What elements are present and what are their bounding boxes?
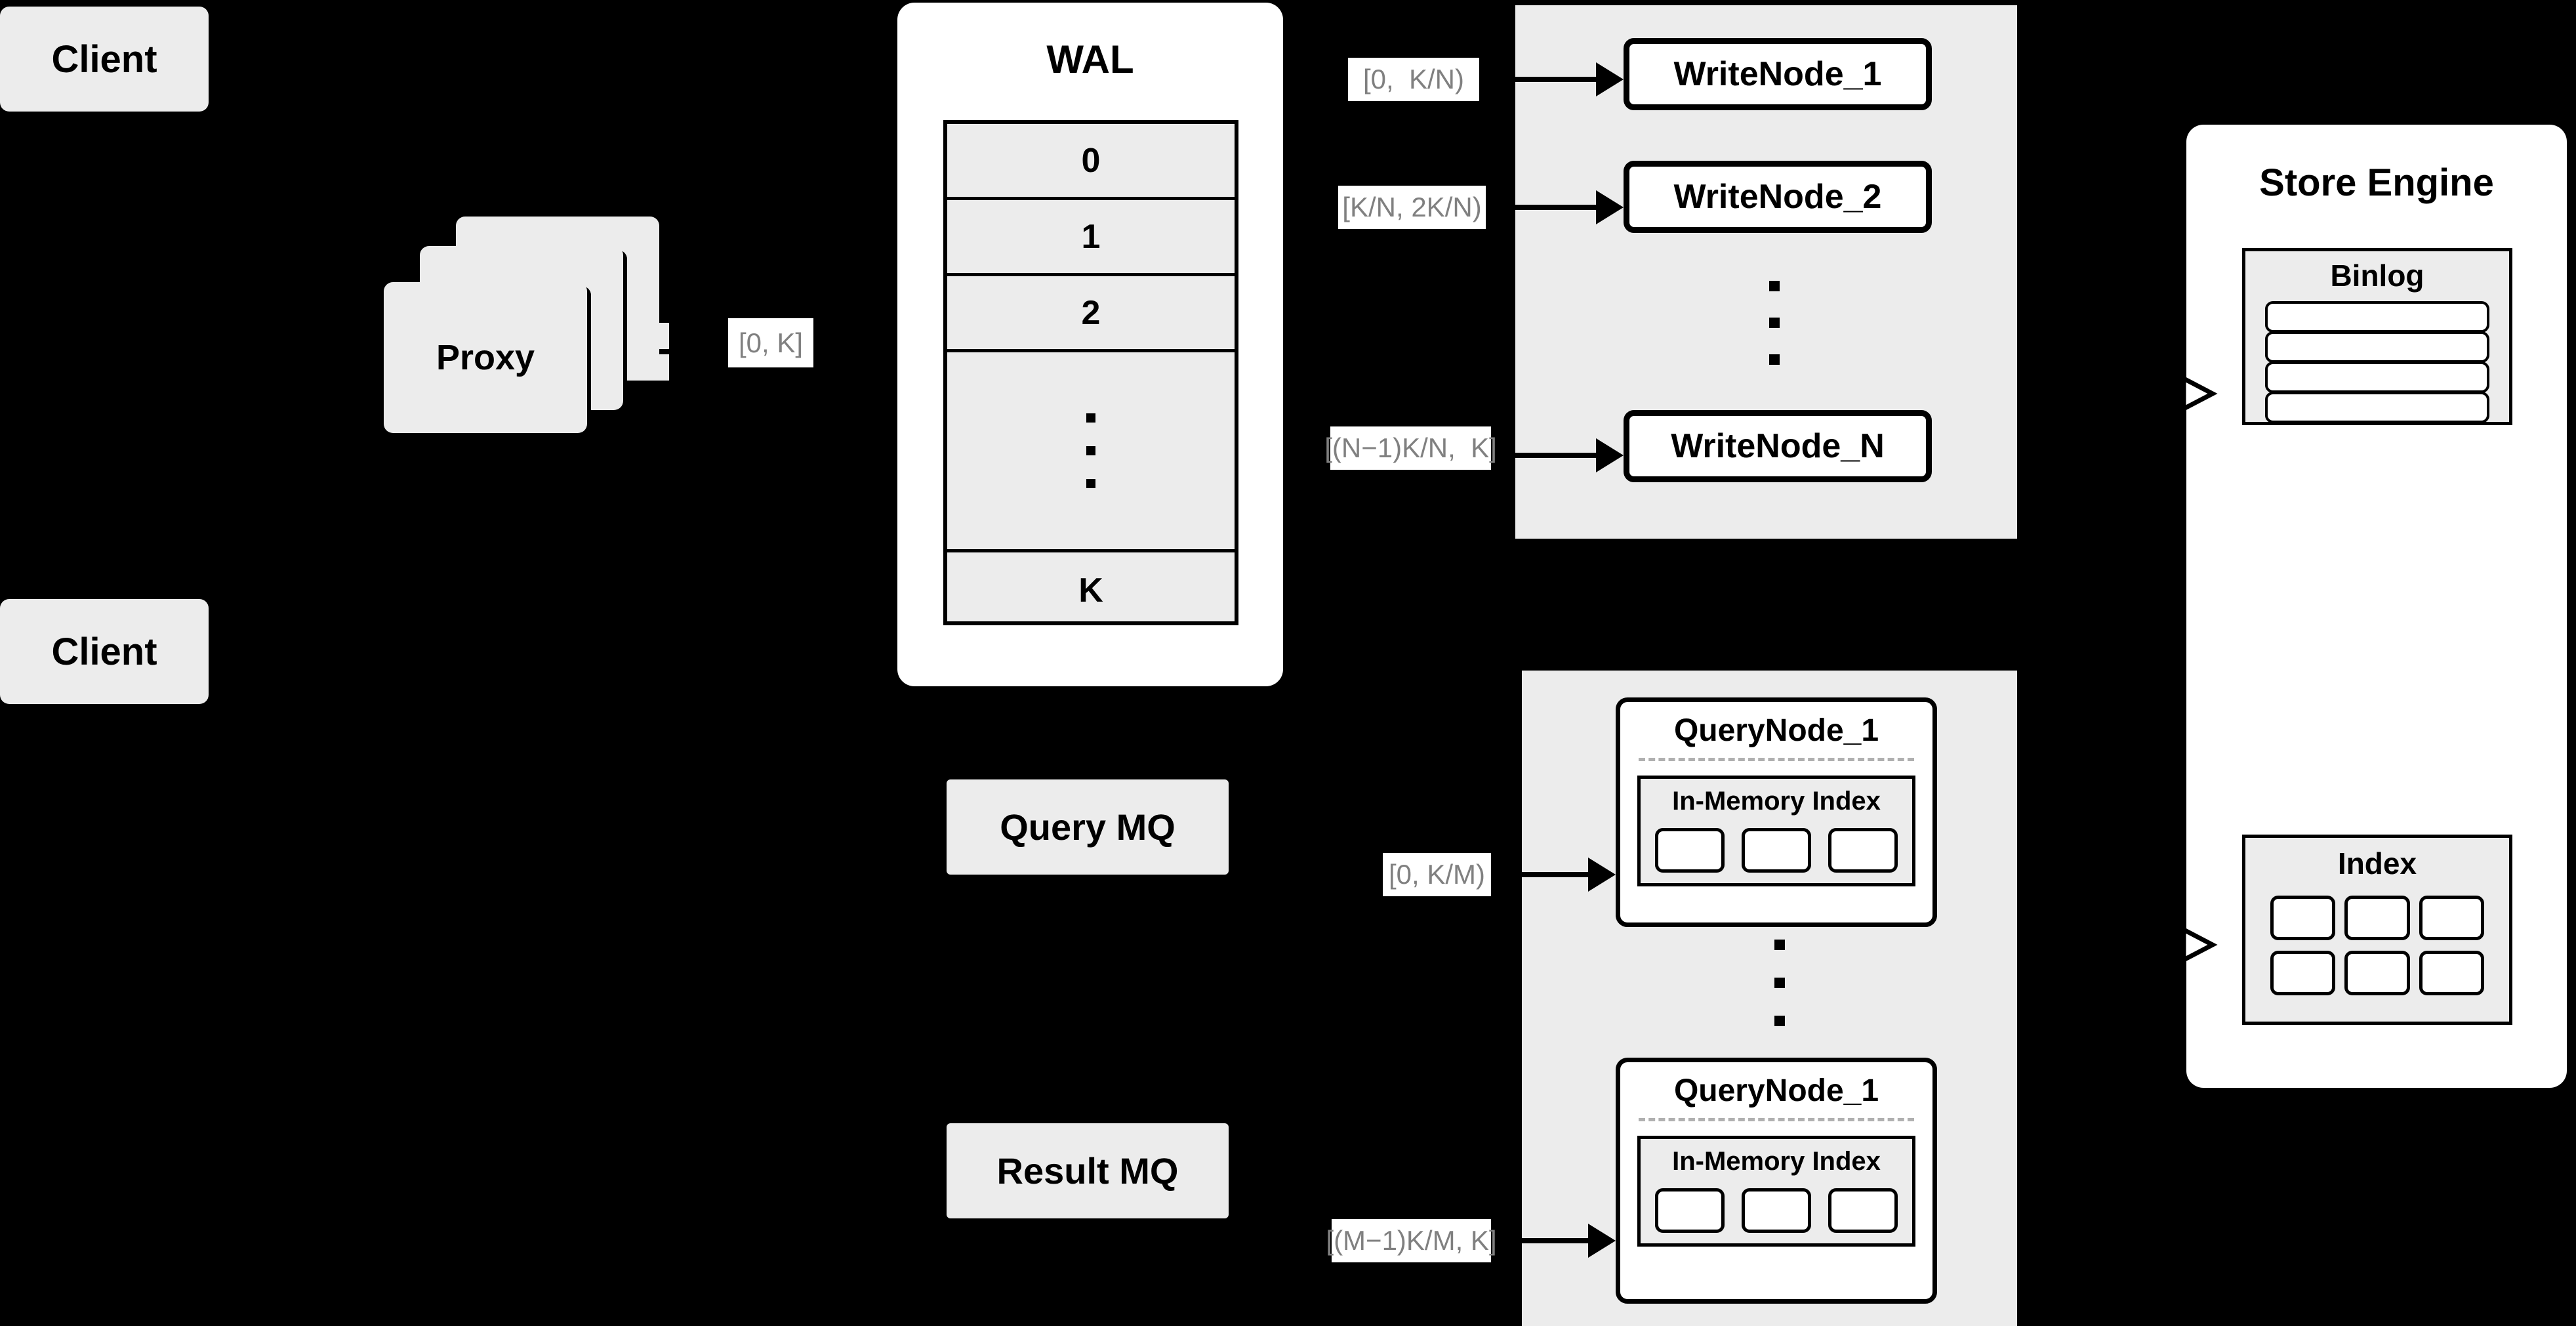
client-label-1: Client	[51, 37, 157, 81]
write-node-2-range-label: [K/N, 2K/N)	[1342, 192, 1482, 222]
in-memory-index-1-slots	[1641, 828, 1912, 873]
proxy-connector-upper	[643, 323, 669, 349]
binlog-segment	[2265, 301, 2489, 333]
write-node-2[interactable]: WriteNode_2	[1624, 161, 1932, 233]
client-label-2: Client	[51, 630, 157, 673]
ellipsis-dot	[1774, 978, 1785, 988]
arrow-line-to-write-node-2	[1502, 205, 1597, 210]
ellipsis-dot	[1769, 354, 1780, 365]
index-segment	[1828, 828, 1898, 873]
wal-title: WAL	[1046, 37, 1134, 81]
wal-row: 0	[947, 124, 1235, 200]
index-segment	[2419, 951, 2484, 995]
in-memory-index-1: In-Memory Index	[1637, 776, 1915, 886]
proxy-stack[interactable]: Proxy	[384, 217, 692, 433]
query-node-m-range-label: [(M−1)K/M, K]	[1326, 1225, 1497, 1256]
write-node-n[interactable]: WriteNode_N	[1624, 410, 1932, 482]
index-segment	[2270, 951, 2336, 995]
binlog-box: Binlog	[2242, 248, 2512, 425]
query-node-m-range-chip: [(M−1)K/M, K]	[1326, 1219, 1497, 1262]
proxy-card-front[interactable]: Proxy	[384, 282, 587, 433]
index-segment	[2344, 896, 2410, 940]
query-node-1-range-chip: [0, K/M)	[1383, 853, 1491, 896]
ellipsis-dot	[1774, 1016, 1785, 1026]
write-node-1-range-chip: [0, K/N)	[1348, 58, 1479, 101]
index-segment	[1742, 1188, 1811, 1233]
arrow-to-binlog	[2121, 371, 2219, 417]
binlog-segment	[2265, 331, 2489, 363]
arrow-line-to-write-node-n	[1502, 453, 1597, 458]
query-node-1[interactable]: QueryNode_1 In-Memory Index	[1616, 697, 1937, 927]
proxy-label: Proxy	[436, 338, 535, 377]
query-mq-box[interactable]: Query MQ	[947, 779, 1229, 875]
ellipsis-dot	[1774, 940, 1785, 950]
write-node-1-range-label: [0, K/N)	[1362, 64, 1465, 94]
wal-row: 2	[947, 276, 1235, 352]
proxy-connector-lower	[643, 354, 669, 381]
result-mq-label: Result MQ	[996, 1150, 1179, 1191]
index-box: Index	[2242, 835, 2512, 1025]
client-box-2[interactable]: Client	[0, 599, 209, 704]
write-node-2-label: WriteNode_2	[1673, 178, 1882, 216]
arrow-head-to-write-node-n	[1596, 438, 1624, 472]
binlog-segments	[2265, 301, 2489, 423]
ellipsis-dot	[1086, 413, 1095, 423]
index-segment	[1742, 828, 1811, 873]
query-node-1-range-label: [0, K/M)	[1388, 859, 1486, 890]
ellipsis-dot	[1769, 281, 1780, 291]
arrow-head-to-query-node-1	[1588, 858, 1616, 892]
ellipsis-dot	[1086, 446, 1095, 455]
binlog-segment	[2265, 362, 2489, 393]
store-engine-title: Store Engine	[2259, 161, 2494, 204]
write-node-1-label: WriteNode_1	[1673, 55, 1882, 93]
arrow-head-to-write-node-1	[1596, 62, 1624, 96]
arrow-to-index	[2121, 922, 2219, 968]
in-memory-index-1-title: In-Memory Index	[1672, 787, 1881, 816]
proxy-range-label: [0, K]	[738, 327, 804, 358]
binlog-segment	[2265, 392, 2489, 423]
index-segment	[1655, 828, 1725, 873]
index-segment	[2419, 896, 2484, 940]
in-memory-index-m: In-Memory Index	[1637, 1136, 1915, 1247]
arrow-head-to-write-node-2	[1596, 190, 1624, 224]
write-node-2-range-chip: [K/N, 2K/N)	[1338, 186, 1486, 229]
write-node-1[interactable]: WriteNode_1	[1624, 38, 1932, 110]
write-node-n-range-chip: [(N−1)K/N, K]	[1324, 426, 1497, 470]
write-node-n-label: WriteNode_N	[1671, 427, 1885, 465]
wal-row-ellipsis	[947, 352, 1235, 552]
wal-row: 1	[947, 200, 1235, 276]
index-segment	[2344, 951, 2410, 995]
index-segment	[1655, 1188, 1725, 1233]
ellipsis-dot	[1769, 318, 1780, 328]
binlog-title: Binlog	[2330, 259, 2424, 293]
query-node-1-divider	[1639, 758, 1914, 761]
query-node-m-label: QueryNode_1	[1673, 1073, 1879, 1108]
in-memory-index-m-title: In-Memory Index	[1672, 1147, 1881, 1176]
client-box-1[interactable]: Client	[0, 7, 209, 112]
index-segment	[1828, 1188, 1898, 1233]
result-mq-box[interactable]: Result MQ	[947, 1123, 1229, 1218]
query-mq-label: Query MQ	[1000, 806, 1176, 848]
query-node-m[interactable]: QueryNode_1 In-Memory Index	[1616, 1058, 1937, 1304]
in-memory-index-m-slots	[1641, 1188, 1912, 1233]
arrow-line-to-write-node-1	[1499, 77, 1597, 82]
query-node-1-label: QueryNode_1	[1673, 713, 1879, 748]
index-title: Index	[2337, 846, 2417, 881]
arrow-line-to-query-node-m	[1501, 1238, 1589, 1243]
query-node-m-divider	[1639, 1118, 1914, 1121]
index-segments	[2270, 896, 2484, 995]
arrow-head-to-query-node-m	[1588, 1224, 1616, 1258]
wal-table: 0 1 2 K	[943, 120, 1238, 625]
arrow-line-to-query-node-1	[1501, 872, 1589, 877]
index-segment	[2270, 896, 2336, 940]
wal-row: K	[1078, 571, 1103, 610]
write-node-n-range-label: [(N−1)K/N, K]	[1324, 432, 1497, 463]
proxy-range-chip: [0, K]	[728, 318, 813, 367]
ellipsis-dot	[1086, 479, 1095, 488]
